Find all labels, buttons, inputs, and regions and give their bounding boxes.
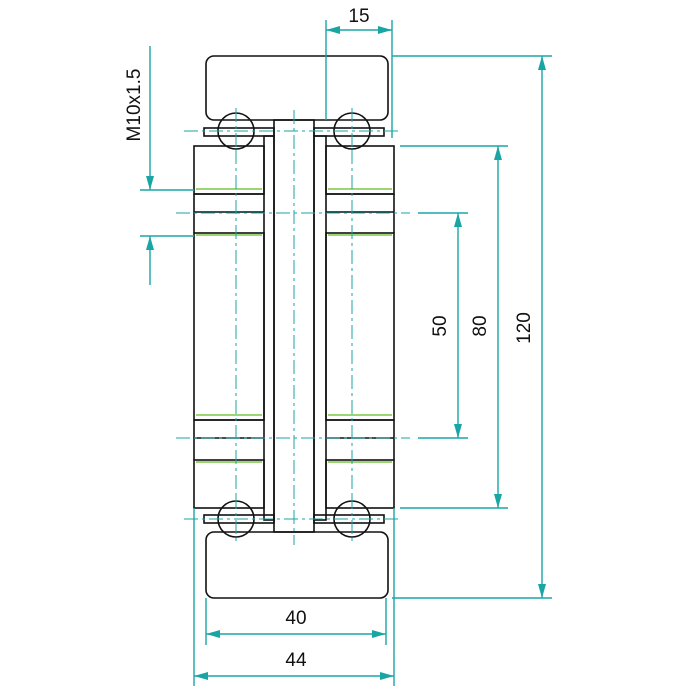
dim-inner-height: 80 — [470, 315, 491, 336]
dimension-lines — [140, 20, 552, 686]
top-plate-right — [313, 127, 385, 137]
dim-overall-height: 120 — [514, 312, 535, 344]
right-sleeve — [313, 135, 327, 521]
dim-hole-spacing: 50 — [430, 315, 451, 336]
right-block-middle — [325, 232, 395, 421]
center-lines — [176, 108, 410, 545]
left-block-upper — [193, 145, 265, 195]
right-block-upper — [325, 145, 395, 195]
bottom-plate-right — [313, 514, 385, 524]
bottom-cap — [205, 531, 389, 599]
left-block-lower — [193, 459, 265, 509]
left-sleeve — [263, 135, 275, 521]
dim-top-width: 15 — [348, 6, 369, 27]
left-block-middle — [193, 232, 265, 421]
dim-thread: M10x1.5 — [124, 69, 145, 142]
dim-outer-width: 44 — [285, 650, 307, 671]
top-cap — [205, 55, 389, 121]
top-plate-left — [203, 127, 275, 137]
right-block-lower — [325, 459, 395, 509]
dim-inner-width: 40 — [285, 608, 306, 629]
